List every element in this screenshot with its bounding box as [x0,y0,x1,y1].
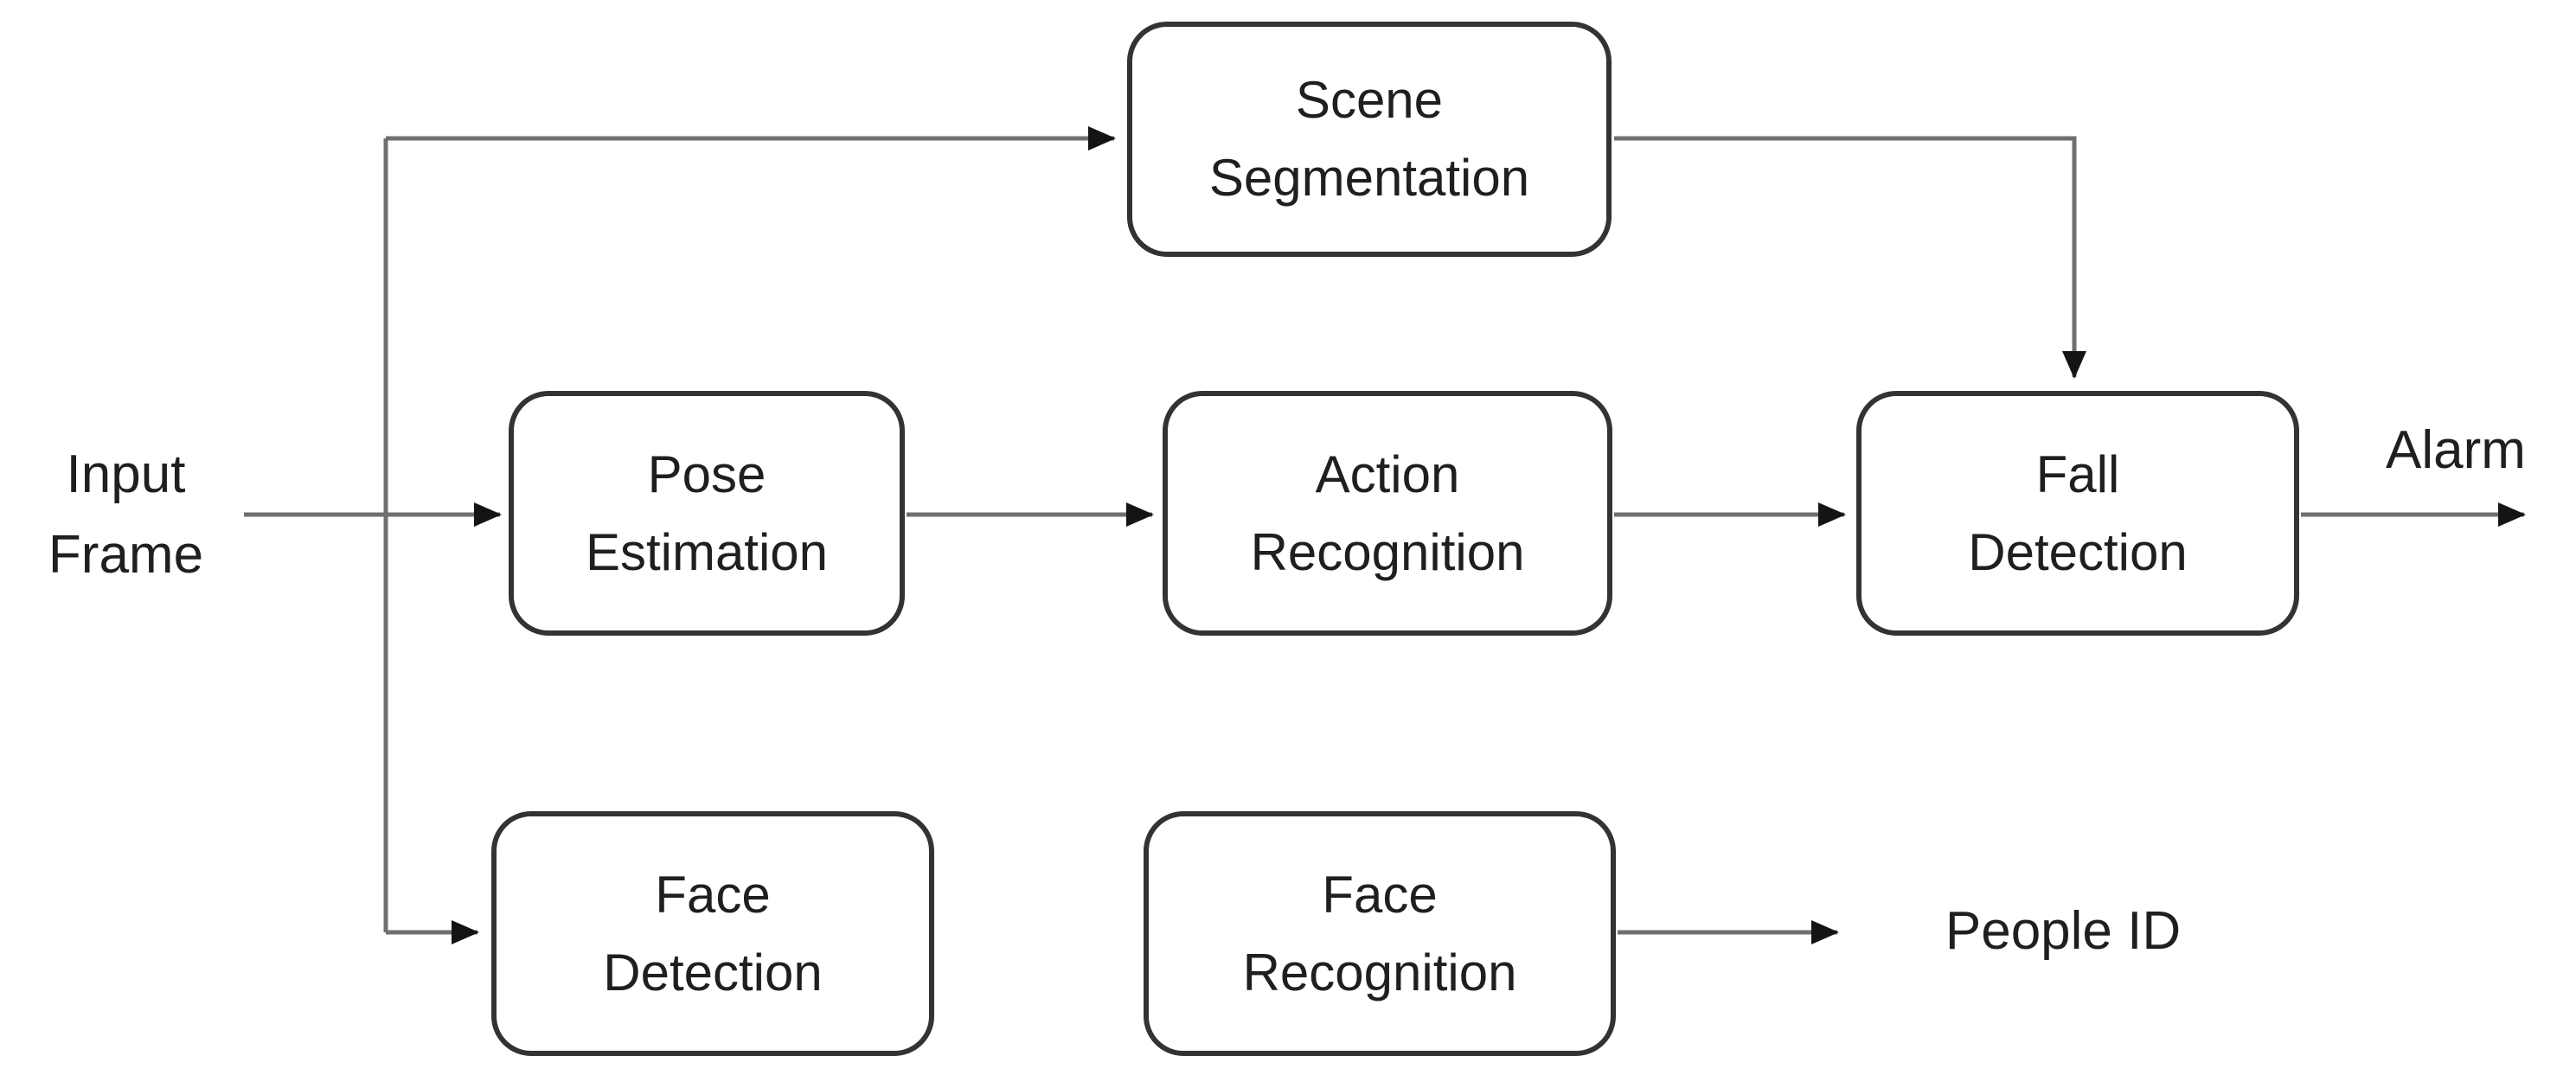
node-face-detection: Face Detection [491,811,934,1056]
input-frame-line1: Input [66,445,186,504]
node-label-line: Detection [1968,522,2188,581]
people-id-label: People ID [1945,901,2182,961]
node-label-line: Fall [2035,445,2120,503]
node-label-line: Recognition [1242,943,1517,1001]
input-frame-label: Input Frame [16,434,236,595]
input-frame-line2: Frame [48,525,204,585]
node-scene-segmentation: Scene Segmentation [1127,22,1612,257]
node-label-line: Segmentation [1208,149,1530,207]
node-label-line: Detection [603,943,823,1001]
node-fall-detection: Fall Detection [1856,391,2299,636]
node-label-line: Action [1315,445,1460,503]
node-label-line: Estimation [585,522,829,581]
node-label-line: Scene [1295,71,1444,129]
connector-scene-to-fall [1614,136,2086,379]
node-label-line: Face [1322,865,1438,924]
node-label-line: Recognition [1250,522,1525,581]
node-pose-estimation: Pose Estimation [509,391,905,636]
node-action-recognition: Action Recognition [1163,391,1612,636]
node-face-recognition: Face Recognition [1144,811,1616,1056]
node-label-line: Pose [647,445,766,503]
node-label-line: Face [655,865,771,924]
alarm-label: Alarm [2386,420,2526,480]
